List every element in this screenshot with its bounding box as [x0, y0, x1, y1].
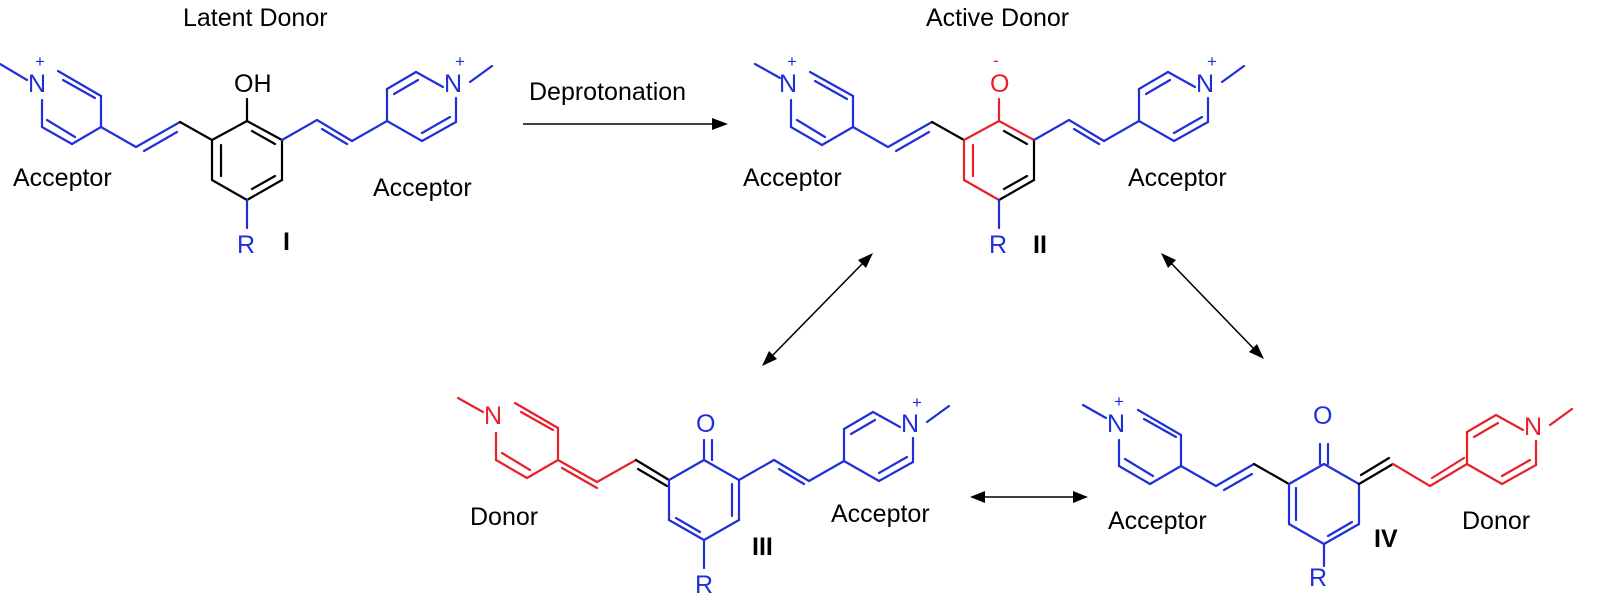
structure-II-right-label: Acceptor	[1128, 164, 1227, 192]
structure-I-left-pyridinium	[0, 62, 182, 153]
structure-II-left-label: Acceptor	[743, 164, 842, 192]
structure-II-oxygen-charge: -	[993, 51, 999, 70]
structure-I-charge-right: +	[455, 52, 465, 71]
structure-II-phenolate-ring	[930, 97, 1036, 202]
resonance-arrow-II-IV	[1161, 253, 1264, 359]
structure-II: Active Donor N +	[743, 4, 1246, 259]
structure-III-right-label: Acceptor	[831, 500, 930, 528]
structure-I-n-right: N	[444, 70, 462, 98]
structure-III-exocyclic	[634, 458, 671, 482]
structure-III: N O R	[456, 393, 951, 599]
structure-IV-link	[1252, 462, 1291, 486]
structure-III-left-label: Donor	[470, 503, 538, 531]
structure-I-n-left: N	[28, 70, 46, 98]
structure-IV-right-label: Donor	[1462, 507, 1530, 535]
structure-I: Latent Donor N +	[0, 4, 494, 259]
structure-IV-vinyl-right	[1391, 462, 1432, 488]
structure-IV-oxygen: O	[1313, 402, 1332, 430]
structure-I-numeral: I	[283, 228, 290, 256]
structure-II-oxygen: O	[990, 70, 1009, 98]
structure-I-right-label: Acceptor	[373, 174, 472, 202]
structure-II-title: Active Donor	[926, 4, 1069, 32]
structure-IV: N + O R	[1081, 392, 1574, 592]
resonance-arrow-II-III	[762, 253, 873, 366]
structure-III-n-left: N	[484, 402, 502, 430]
structure-I-hydroxyl: OH	[234, 70, 272, 98]
structure-IV-right-donor-ring	[1428, 407, 1574, 488]
structure-IV-n-right: N	[1524, 413, 1542, 441]
structure-III-charge-right: +	[912, 393, 922, 412]
structure-II-substituent: R	[989, 231, 1007, 259]
structure-IV-substituent: R	[1309, 564, 1327, 592]
resonance-arrow-III-IV	[970, 491, 1088, 503]
structure-II-numeral: II	[1033, 231, 1047, 259]
structure-I-substituent: R	[237, 231, 255, 259]
structure-I-right-pyridinium	[280, 64, 494, 146]
structure-II-right-pyridinium	[1032, 64, 1246, 146]
structure-I-left-label: Acceptor	[13, 164, 112, 192]
structure-II-n-left: N	[779, 70, 797, 98]
structure-IV-left-label: Acceptor	[1108, 507, 1207, 535]
structure-III-numeral: III	[752, 533, 773, 561]
structure-II-left-pyridinium	[753, 62, 934, 153]
structure-III-quinoid-ring	[667, 438, 741, 542]
structure-III-n-right: N	[901, 410, 919, 438]
structure-IV-exocyclic	[1357, 462, 1395, 486]
structure-III-left-donor-ring	[456, 396, 599, 490]
structure-I-title: Latent Donor	[183, 4, 328, 32]
structure-IV-left-pyridinium	[1081, 403, 1256, 492]
structure-IV-quinoid-ring	[1287, 442, 1361, 546]
structure-II-n-right: N	[1196, 70, 1214, 98]
structure-III-oxygen: O	[696, 410, 715, 438]
deprotonation-arrow: Deprotonation	[523, 78, 728, 130]
structure-IV-n-left: N	[1107, 410, 1125, 438]
structure-III-right-pyridinium	[737, 404, 951, 486]
structure-III-substituent: R	[695, 571, 713, 599]
structure-IV-charge-left: +	[1114, 392, 1124, 411]
structure-I-charge-left: +	[35, 52, 45, 71]
structure-IV-numeral: IV	[1374, 525, 1398, 553]
structure-II-charge-left: +	[787, 52, 797, 71]
deprotonation-label: Deprotonation	[529, 78, 686, 106]
structure-III-vinyl-left	[595, 458, 638, 484]
structure-II-charge-right: +	[1207, 52, 1217, 71]
structure-I-phenol-ring	[178, 97, 284, 202]
